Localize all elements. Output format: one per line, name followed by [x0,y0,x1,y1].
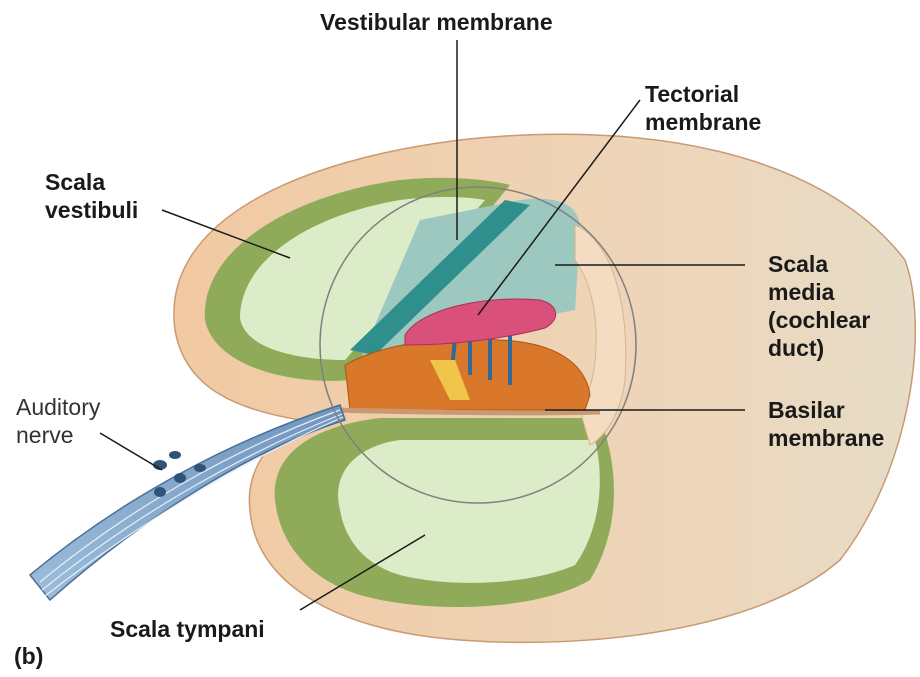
label-tectorial-line-1: Tectorial [645,80,761,108]
panel-label: (b) [14,642,43,670]
leader-auditory-nerve [100,433,162,470]
label-scala-vestibuli-line-2: vestibuli [45,196,138,224]
label-basilar-line-1: Basilar [768,396,884,424]
label-scala-tympani: Scala tympani [110,615,265,643]
label-scala-media-line-2: media [768,278,870,306]
label-tectorial-membrane: Tectorial membrane [645,80,761,136]
label-scala-media: Scala media (cochlear duct) [768,250,870,362]
label-scala-media-line-4: duct) [768,334,870,362]
label-auditory-nerve-line-2: nerve [16,421,100,449]
label-scala-media-line-3: (cochlear [768,306,870,334]
label-tectorial-line-2: membrane [645,108,761,136]
label-scala-media-line-1: Scala [768,250,870,278]
scala-tympani-lumen [338,440,600,583]
label-auditory-nerve: Auditory nerve [16,393,100,449]
label-basilar-line-2: membrane [768,424,884,452]
label-auditory-nerve-line-1: Auditory [16,393,100,421]
label-basilar-membrane: Basilar membrane [768,396,884,452]
label-scala-vestibuli: Scala vestibuli [45,168,138,224]
label-vestibular-membrane: Vestibular membrane [320,8,553,36]
label-scala-vestibuli-line-1: Scala [45,168,138,196]
